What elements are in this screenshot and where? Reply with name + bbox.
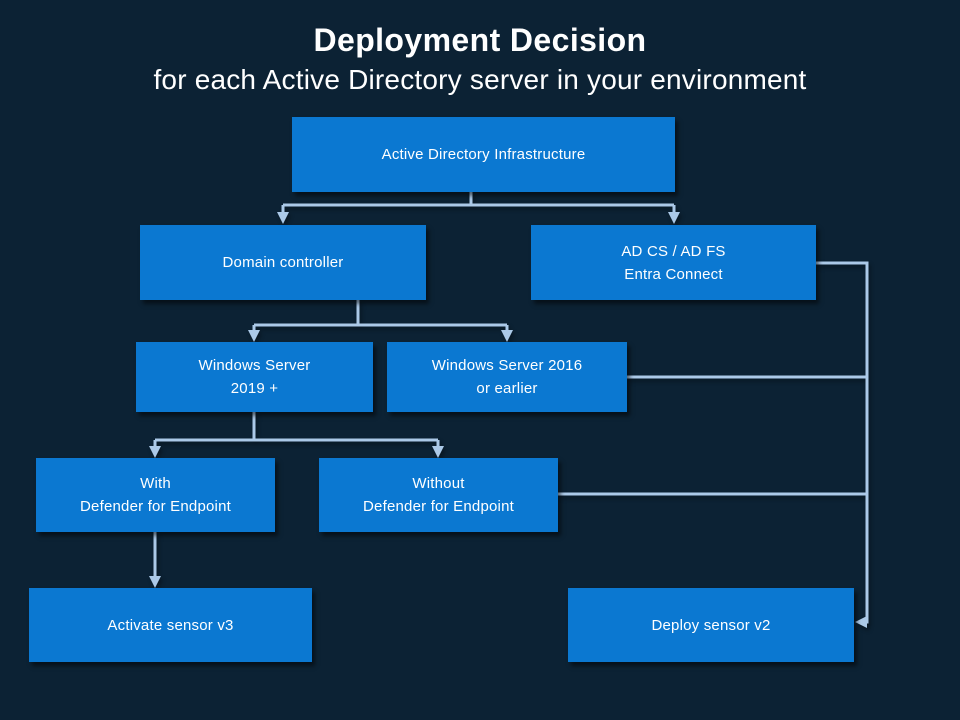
page-title: Deployment Decision: [313, 22, 647, 58]
node-label: Windows Server: [198, 357, 311, 374]
node-activate-sensor-v3: Activate sensor v3: [29, 588, 312, 662]
node-label: AD CS / AD FS: [621, 242, 726, 260]
node-with-defender-for-endpoint: With Defender for Endpoint: [36, 458, 275, 532]
node-windows-server-2019-plus: Windows Server 2019 +: [136, 342, 373, 412]
node-label: Defender for Endpoint: [80, 498, 231, 515]
node-without-defender-for-endpoint: Without Defender for Endpoint: [319, 458, 558, 532]
node-label: Without: [412, 475, 465, 492]
node-label: Deploy sensor v2: [651, 616, 771, 634]
page-subtitle: for each Active Directory server in your…: [153, 64, 807, 95]
node-label: 2019 +: [230, 380, 279, 397]
node-label: Active Directory Infrastructure: [381, 146, 586, 163]
node-label: Windows Server 2016: [431, 357, 583, 374]
node-label: Defender for Endpoint: [363, 498, 514, 515]
node-deploy-sensor-v2: Deploy sensor v2: [568, 588, 854, 662]
node-label: Activate sensor v3: [107, 616, 234, 634]
node-label: Entra Connect: [624, 265, 723, 283]
node-ad-cs-ad-fs-entra-connect: AD CS / AD FS Entra Connect: [531, 225, 816, 300]
node-active-directory-infrastructure: Active Directory Infrastructure: [292, 117, 675, 192]
node-label: or earlier: [476, 380, 538, 397]
node-label: Domain controller: [222, 254, 344, 271]
node-label: With: [140, 475, 171, 492]
connector-group: [149, 192, 869, 628]
node-windows-server-2016-or-earlier: Windows Server 2016 or earlier: [387, 342, 627, 412]
node-domain-controller: Domain controller: [140, 225, 426, 300]
